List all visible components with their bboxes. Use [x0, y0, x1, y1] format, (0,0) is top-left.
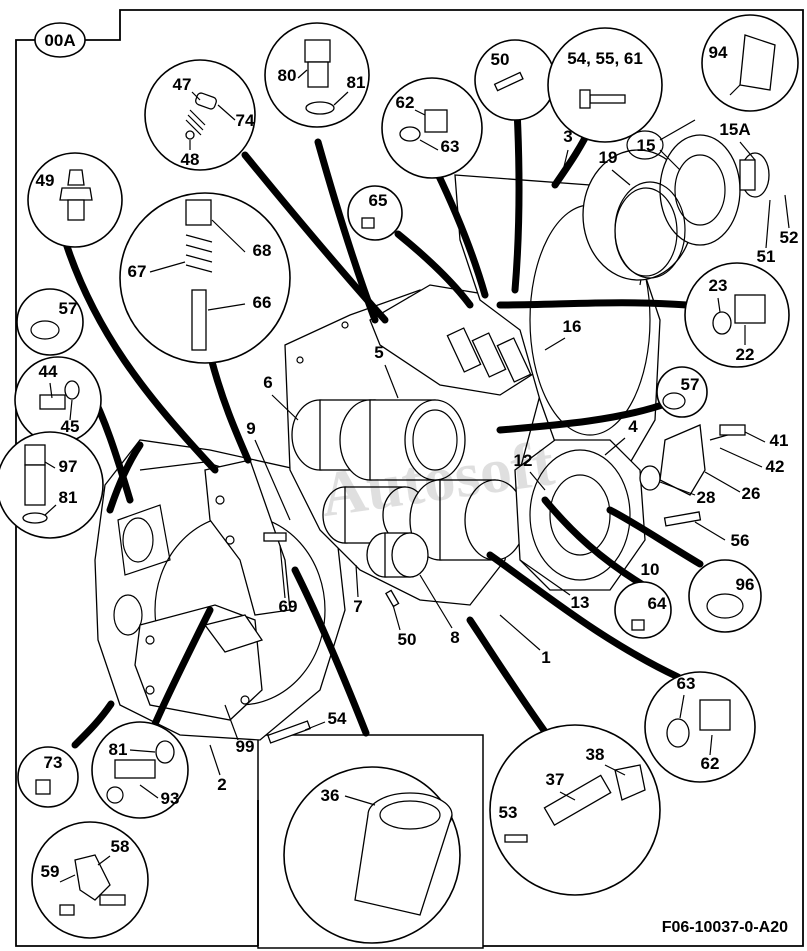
- callout-99: 99: [236, 737, 255, 756]
- callout-96: 96: [736, 575, 755, 594]
- detail-57-left: [16, 288, 84, 356]
- callout-49: 49: [36, 171, 55, 190]
- callout-81-left: 81: [59, 488, 78, 507]
- detail-65: [347, 185, 403, 241]
- detail-36-filter: [283, 766, 461, 944]
- detail-81-93: [91, 721, 189, 819]
- callout-47: 47: [173, 75, 192, 94]
- transmission-assembly: [94, 134, 770, 744]
- callout-37: 37: [546, 770, 565, 789]
- detail-50-top: [474, 39, 556, 121]
- callout-74: 74: [236, 111, 255, 130]
- callout-labels: 1 2 3 4 5 6 7 8 9 10 12 13 15 15A 16 19 …: [36, 43, 799, 883]
- callout-19: 19: [599, 148, 618, 167]
- callout-93: 93: [161, 789, 180, 808]
- detail-64: [614, 581, 672, 639]
- callout-57-left: 57: [59, 299, 78, 318]
- callout-54-55-61: 54, 55, 61: [567, 49, 643, 68]
- callout-6: 6: [263, 373, 272, 392]
- gear-cluster-upper: [291, 399, 466, 481]
- detail-47-48-74: [144, 59, 256, 171]
- callout-38: 38: [586, 745, 605, 764]
- detail-96: [688, 559, 762, 633]
- callout-62-bottom: 62: [701, 754, 720, 773]
- callout-53: 53: [499, 803, 518, 822]
- callout-68: 68: [253, 241, 272, 260]
- callout-36: 36: [321, 786, 340, 805]
- callout-69: 69: [279, 597, 298, 616]
- callout-94: 94: [709, 43, 728, 62]
- callout-2: 2: [217, 775, 226, 794]
- callout-42: 42: [766, 457, 785, 476]
- rear-cover: [514, 439, 646, 591]
- callout-73: 73: [44, 753, 63, 772]
- callout-58: 58: [111, 837, 130, 856]
- callout-1: 1: [541, 648, 550, 667]
- detail-23-22: [684, 262, 790, 368]
- callout-5: 5: [374, 343, 383, 362]
- callout-15: 15: [637, 136, 656, 155]
- detail-49: [27, 152, 123, 248]
- callout-48: 48: [181, 150, 200, 169]
- callout-12: 12: [514, 451, 533, 470]
- callout-3: 3: [563, 127, 572, 146]
- callout-50-top: 50: [491, 50, 510, 69]
- callout-41: 41: [770, 431, 789, 450]
- callout-10: 10: [641, 560, 660, 579]
- detail-58-59: [31, 821, 149, 939]
- callout-28: 28: [697, 488, 716, 507]
- callout-67: 67: [128, 262, 147, 281]
- callout-81-top: 81: [347, 73, 366, 92]
- callout-62-top: 62: [396, 93, 415, 112]
- sheet-tag: 00A: [34, 22, 86, 58]
- callout-80: 80: [278, 66, 297, 85]
- callout-65: 65: [369, 191, 388, 210]
- callout-66: 66: [253, 293, 272, 312]
- callout-45: 45: [61, 417, 80, 436]
- callout-44: 44: [39, 362, 58, 381]
- detail-97-81: [0, 431, 104, 539]
- detail-44-45: [14, 356, 102, 444]
- callout-26: 26: [742, 484, 761, 503]
- callout-64: 64: [648, 594, 667, 613]
- callout-13: 13: [571, 593, 590, 612]
- detail-73: [17, 746, 79, 808]
- detail-57-right: [656, 366, 708, 418]
- callout-54: 54: [328, 709, 347, 728]
- callout-50-bottom: 50: [398, 630, 417, 649]
- coupling: [582, 134, 770, 281]
- callout-8: 8: [450, 628, 459, 647]
- callout-16: 16: [563, 317, 582, 336]
- callout-97: 97: [59, 457, 78, 476]
- callout-15a: 15A: [719, 120, 750, 139]
- callout-9: 9: [246, 419, 255, 438]
- callout-23: 23: [709, 276, 728, 295]
- detail-94: [701, 14, 799, 112]
- callout-63-bottom: 63: [677, 674, 696, 693]
- callout-51: 51: [757, 247, 776, 266]
- callout-81-bottom: 81: [109, 740, 128, 759]
- detail-62-63: [381, 77, 483, 179]
- callout-4: 4: [628, 417, 638, 436]
- callout-7: 7: [353, 597, 362, 616]
- callout-22: 22: [736, 345, 755, 364]
- leader-lines: [56, 106, 704, 749]
- sheet-tag-label: 00A: [44, 31, 75, 50]
- callout-57-right: 57: [681, 375, 700, 394]
- figure-code: F06-10037-0-A20: [662, 919, 788, 936]
- callout-52: 52: [780, 228, 799, 247]
- callout-56: 56: [731, 531, 750, 550]
- detail-66-67-68: [119, 192, 291, 364]
- callout-59: 59: [41, 862, 60, 881]
- detail-54-55-61: [547, 27, 663, 143]
- detail-80-81: [264, 22, 370, 128]
- detail-63-62: [644, 671, 756, 783]
- callout-63-top: 63: [441, 137, 460, 156]
